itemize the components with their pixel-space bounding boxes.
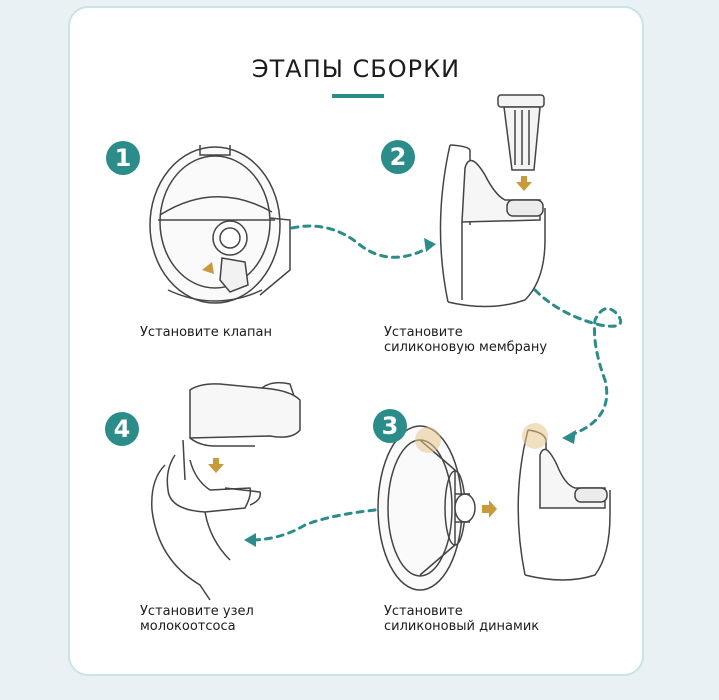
connector-3-to-4 [248,508,377,542]
step-2-badge: 2 [381,140,415,174]
connector-1-to-2 [290,224,430,259]
flange-highlight [415,427,441,453]
step-4-illustration [151,381,301,601]
step-1-illustration [149,145,291,304]
title-underline [332,94,384,98]
step-4-arrow [208,458,224,473]
step-1-badge: 1 [106,141,140,175]
step-3-cup-illustration [517,429,611,581]
step-1-arrow [202,262,214,274]
flow-arrowheads [244,238,576,547]
page-title: ЭТАПЫ СБОРКИ [251,55,461,83]
step-1-caption: Установите клапан [140,325,272,340]
step-4-caption: Установите узел молокоотсоса [140,604,254,634]
step-3-badge: 3 [373,409,407,443]
step-2-illustration [439,144,546,308]
step-3-caption: Установите силиконовый динамик [384,604,540,634]
instruction-card [68,6,644,676]
flow-connectors [248,224,623,542]
step-2-caption: Установите силиконовую мембрану [384,325,548,355]
step-3-insert-arrow [482,500,497,518]
step-2-arrow [516,176,532,191]
cup-highlight [522,423,548,449]
step-4-badge: 4 [105,412,139,446]
membrane-piece [497,94,545,171]
connector-2-to-3 [533,288,623,438]
